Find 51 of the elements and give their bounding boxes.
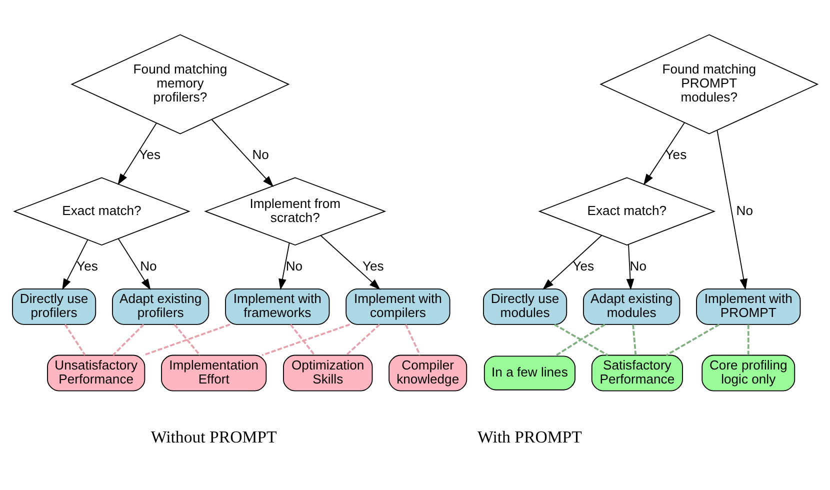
label: Without PROMPT	[150, 428, 277, 447]
node-box: Core profiling logic only	[702, 354, 796, 392]
connector	[262, 324, 350, 356]
node-box: Implement with compilers	[346, 288, 450, 325]
node-box: Optimization Skills	[283, 354, 373, 392]
connector	[64, 324, 86, 356]
edge-label: Yes	[665, 147, 687, 162]
arrow	[278, 242, 290, 290]
label: With PROMPT	[478, 428, 582, 447]
connector	[632, 324, 637, 356]
arrow	[320, 235, 380, 290]
node-box: Compiler knowledge	[388, 354, 468, 392]
connector	[143, 324, 230, 356]
node-diamond: Found matching PROMPT modules?	[600, 34, 819, 134]
arrow	[542, 234, 602, 290]
node-box: Adapt existing profilers	[112, 288, 210, 325]
edge-label: No	[252, 147, 269, 162]
arrow	[626, 244, 634, 290]
node-box: In a few lines	[484, 356, 576, 390]
arrow	[62, 239, 88, 290]
connector	[747, 324, 750, 356]
edge-label: No	[630, 258, 646, 274]
node-diamond: Found matching memory profilers?	[70, 34, 290, 134]
connector	[174, 324, 200, 356]
edge-label: Yes	[362, 258, 384, 274]
node-box: Directly use profilers	[12, 288, 96, 325]
node-diamond: Exact match?	[538, 177, 716, 246]
arrow	[716, 130, 748, 290]
connector	[346, 324, 380, 356]
node-box: Implement with frameworks	[225, 288, 330, 325]
node-box: Adapt existing modules	[582, 288, 680, 325]
connector	[290, 324, 316, 356]
connector	[112, 324, 144, 356]
edge-label: Yes	[76, 258, 98, 274]
node-box: Satisfactory Performance	[591, 354, 683, 392]
edge-label: No	[140, 258, 157, 274]
arrow	[643, 122, 685, 186]
edge-label: Yes	[572, 258, 594, 274]
edge-label: Yes	[139, 147, 161, 162]
arrow	[118, 122, 157, 185]
connector	[666, 324, 720, 356]
edge-label: No	[286, 258, 303, 274]
node-box: Unsatisfactory Performance	[47, 354, 146, 392]
node-diamond: Exact match?	[13, 177, 190, 246]
node-box: Implement with PROMPT	[696, 288, 801, 325]
node-box: Implementation Effort	[161, 354, 267, 392]
connector	[404, 324, 421, 356]
arrow	[211, 119, 274, 187]
arrow	[118, 238, 151, 290]
edge-label: No	[736, 202, 754, 218]
node-box: Directly use modules	[482, 288, 568, 325]
